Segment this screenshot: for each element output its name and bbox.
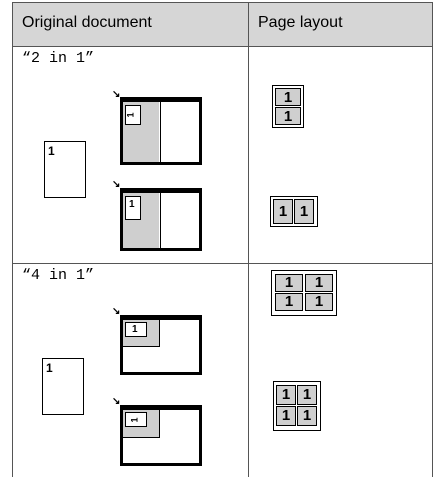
mini-original: 1 bbox=[125, 196, 141, 220]
grid-line-left bbox=[12, 2, 13, 477]
header-original-document: Original document bbox=[22, 14, 152, 31]
mini-page-number: 1 bbox=[132, 324, 138, 335]
header-page-layout: Page layout bbox=[258, 14, 343, 31]
original-page-number: 1 bbox=[48, 144, 55, 158]
grid-line-row-divider bbox=[12, 263, 433, 264]
mini-page-number: 1 bbox=[129, 417, 140, 423]
arrow-down-right-icon: ↘ bbox=[112, 179, 121, 190]
grid-line-top bbox=[12, 2, 433, 3]
table-header bbox=[12, 2, 433, 46]
grid-line-right bbox=[432, 2, 433, 477]
mini-original-rotated: 1 bbox=[125, 412, 147, 427]
arrow-down-right-icon: ↘ bbox=[112, 306, 121, 317]
layout-4in1-horizontal: 1 1 1 1 bbox=[271, 270, 337, 316]
output-sheet-2in1-a: 1 bbox=[120, 97, 202, 165]
layout-cell: 1 bbox=[294, 199, 314, 224]
sheet-divider bbox=[160, 193, 161, 248]
mini-page-number: 1 bbox=[129, 199, 135, 210]
layout-4in1-vertical: 1 1 1 1 bbox=[273, 381, 321, 431]
mode-label-2in1: “2 in 1” bbox=[22, 50, 95, 67]
layout-cell: 1 bbox=[276, 406, 296, 426]
layout-cell: 1 bbox=[275, 107, 301, 125]
mini-original: 1 bbox=[125, 322, 147, 337]
layout-cell: 1 bbox=[276, 385, 296, 405]
mode-label-4in1: “4 in 1” bbox=[22, 267, 95, 284]
sheet-divider bbox=[160, 102, 161, 162]
layout-cell: 1 bbox=[275, 274, 303, 292]
layout-cell: 1 bbox=[275, 293, 303, 311]
grid-line-middle bbox=[248, 2, 249, 477]
layout-cell: 1 bbox=[305, 293, 333, 311]
mini-original-rotated: 1 bbox=[125, 105, 141, 125]
layout-2in1-vertical: 1 1 bbox=[272, 85, 304, 128]
output-sheet-4in1-a: 1 bbox=[120, 315, 202, 375]
layout-cell: 1 bbox=[273, 199, 293, 224]
output-sheet-4in1-b: 1 bbox=[120, 405, 202, 466]
layout-cell: 1 bbox=[297, 385, 317, 405]
layout-cell: 1 bbox=[305, 274, 333, 292]
arrow-down-right-icon: ↘ bbox=[112, 396, 121, 407]
layout-cell: 1 bbox=[275, 88, 301, 106]
layout-2in1-horizontal: 1 1 bbox=[270, 196, 318, 227]
layout-cell: 1 bbox=[297, 406, 317, 426]
grid-line-header-bottom bbox=[12, 46, 433, 47]
arrow-down-right-icon: ↘ bbox=[112, 89, 121, 100]
original-page-4in1: 1 bbox=[42, 358, 84, 415]
original-page-number: 1 bbox=[46, 361, 53, 375]
original-page-2in1: 1 bbox=[44, 141, 86, 198]
output-sheet-2in1-b: 1 bbox=[120, 188, 202, 251]
mini-page-number: 1 bbox=[125, 112, 136, 118]
